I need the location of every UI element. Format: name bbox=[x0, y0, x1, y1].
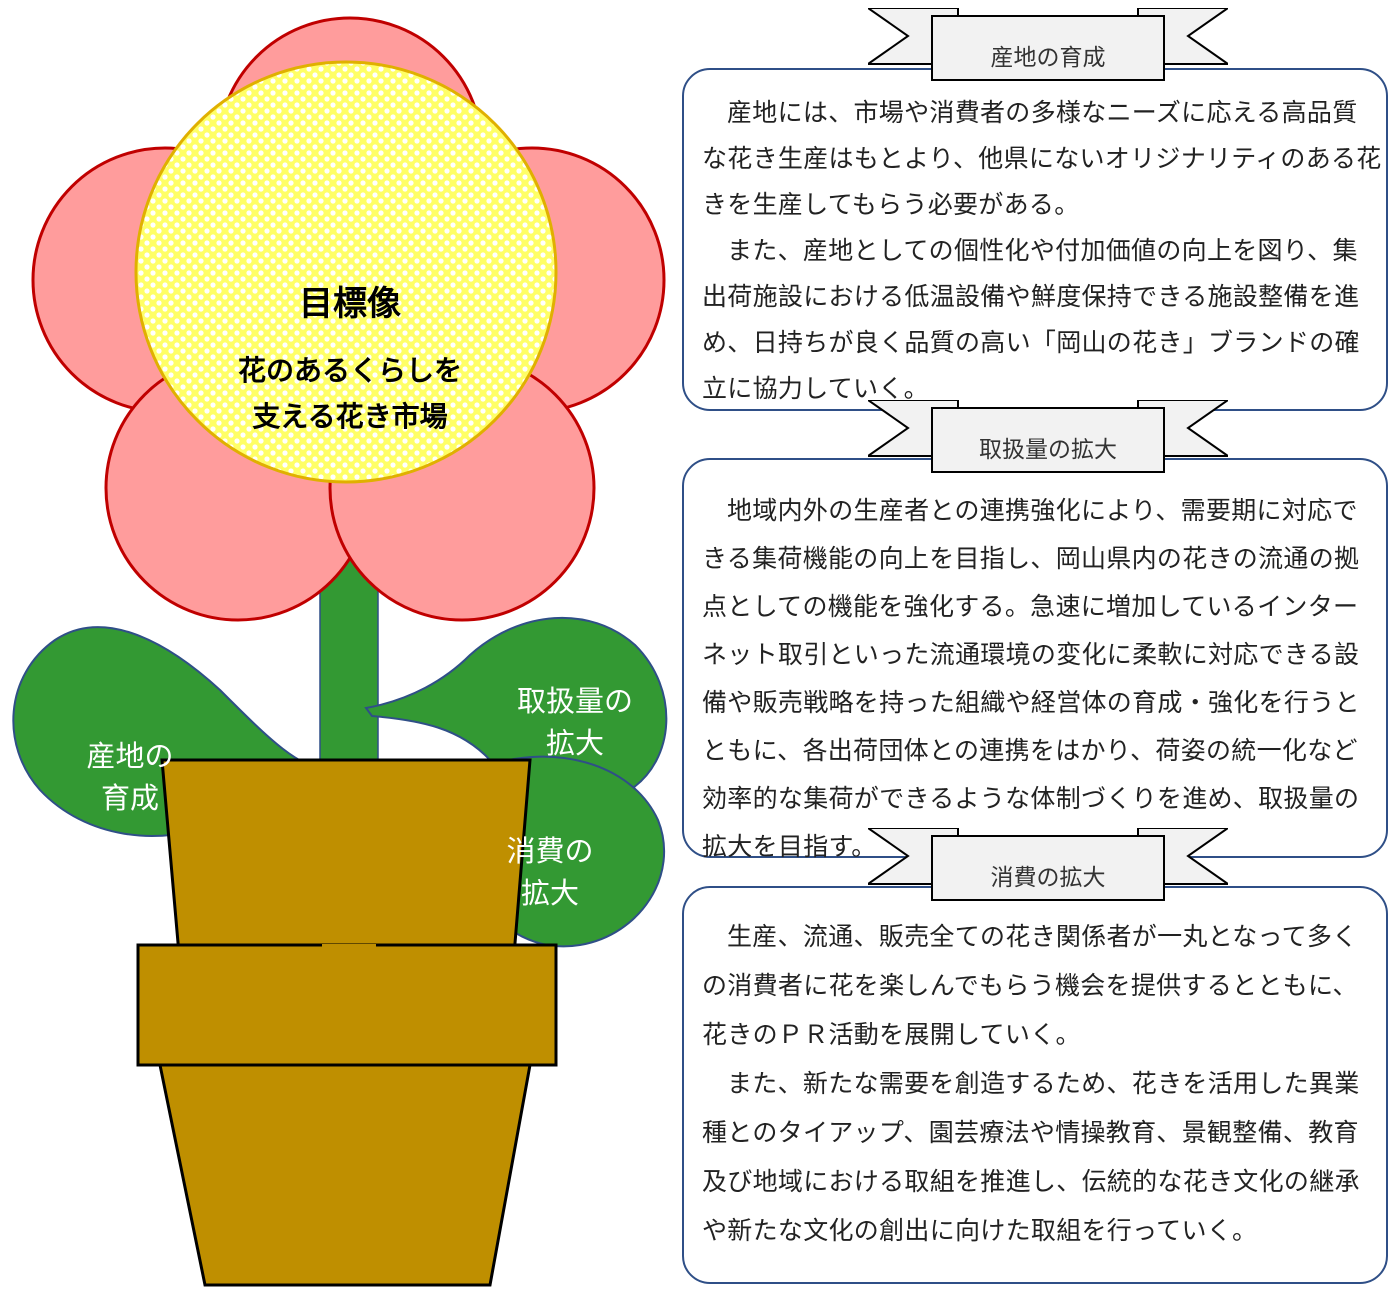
section-consumption-paragraph-2: また、新たな需要を創造するため、花きを活用した異業種とのタイアップ、園芸療法や情… bbox=[702, 1069, 1360, 1245]
leaf-left-label: 産地の 育成 bbox=[60, 735, 200, 819]
ribbon-banner-production bbox=[868, 8, 1228, 81]
leaf-upper-right-line-2: 拡大 bbox=[545, 726, 604, 760]
goal-line-1: 花のあるくらしを bbox=[237, 354, 462, 387]
goal-heading: 目標像 bbox=[299, 284, 401, 324]
section-volume-paragraph-1: 地域内外の生産者との連携強化により、需要期に対応できる集荷機能の向上を目指し、岡… bbox=[702, 496, 1360, 861]
leaf-upper-right bbox=[364, 616, 668, 803]
ribbon-banner-consumption bbox=[868, 828, 1228, 901]
leaf-lower-right-line-2: 拡大 bbox=[520, 876, 579, 910]
ribbon-banner-volume bbox=[868, 400, 1228, 473]
goal-line-2: 支える花き市場 bbox=[252, 400, 448, 433]
leaf-left-line-2: 育成 bbox=[100, 781, 159, 815]
section-body-consumption: 生産、流通、販売全ての花き関係者が一丸となって多くの消費者に花を楽しんでもらう機… bbox=[702, 912, 1382, 1255]
section-panel-consumption bbox=[682, 886, 1388, 1284]
leaf-upper-right-label: 取扱量の 拡大 bbox=[495, 680, 655, 764]
section-production-paragraph-2: また、産地としての個性化や付加価値の向上を図り、集出荷施設における低温設備や鮮度… bbox=[702, 236, 1360, 403]
section-title-consumption: 消費の拡大 bbox=[990, 865, 1106, 891]
pot-body-overlay bbox=[136, 943, 558, 1287]
leaf-lower-right-label: 消費の 拡大 bbox=[475, 830, 625, 914]
section-title-volume: 取扱量の拡大 bbox=[979, 437, 1117, 463]
leaf-lower-right-line-1: 消費の bbox=[506, 834, 594, 868]
leaf-left-line-1: 産地の bbox=[86, 739, 174, 773]
section-production-paragraph-1: 産地には、市場や消費者の多様なニーズに応える高品質な花き生産はもとより、他県にな… bbox=[702, 98, 1382, 219]
section-panel-volume bbox=[682, 458, 1388, 858]
leaf-upper-right-line-1: 取扱量の bbox=[516, 684, 633, 718]
section-title-production: 産地の育成 bbox=[990, 45, 1106, 71]
section-consumption-paragraph-1: 生産、流通、販売全ての花き関係者が一丸となって多くの消費者に花を楽しんでもらう機… bbox=[702, 922, 1358, 1049]
flower-center bbox=[134, 60, 558, 484]
section-panel-production bbox=[682, 68, 1388, 411]
section-body-production: 産地には、市場や消費者の多様なニーズに応える高品質な花き生産はもとより、他県にな… bbox=[702, 90, 1382, 412]
section-body-volume: 地域内外の生産者との連携強化により、需要期に対応できる集荷機能の向上を目指し、岡… bbox=[702, 487, 1382, 871]
